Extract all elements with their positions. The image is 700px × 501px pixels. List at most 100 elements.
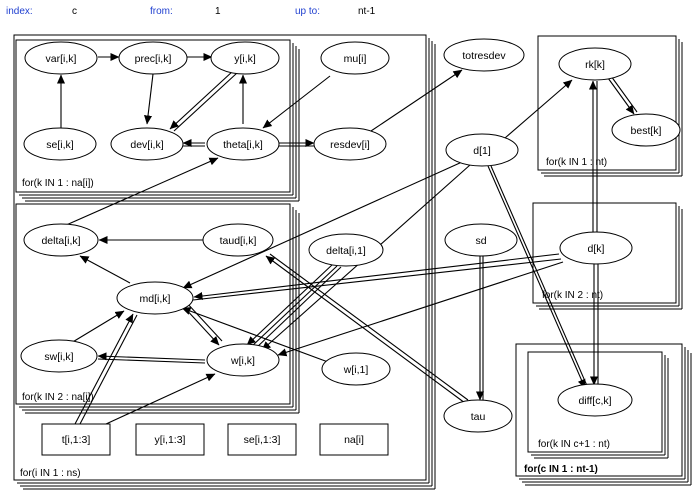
node-se-ik[interactable]: se[i,k] [23,127,97,161]
node-label-w-i1: w[i,1] [343,364,369,376]
edge-prec-dev [143,73,154,125]
node-label-resdev-i: resdev[i] [330,139,370,151]
edge-md-w [182,305,220,346]
edge-deltai1-w [246,263,334,346]
node-w-ik[interactable]: w[i,k] [206,343,280,377]
edge-deltai1-w-c [254,266,342,350]
index-label: index: [6,6,33,17]
node-var-ik[interactable]: var[i,k] [24,41,98,75]
node-label-d-k: d[k] [588,243,605,255]
node-label-theta-ik: theta[i,k] [223,139,263,151]
node-se-i13[interactable]: se[i,1:3] [227,423,297,456]
edge-d1-diff-b [490,165,589,389]
node-label-tau: tau [471,411,486,423]
edge-wi1-md [181,307,329,363]
node-d1[interactable]: d[1] [445,133,519,167]
edge-dk-w [277,261,564,357]
edge-d1-rk [504,79,573,139]
node-w-i1[interactable]: w[i,1] [321,352,391,386]
node-label-sd: sd [475,235,486,247]
upto-value[interactable]: nt-1 [358,6,376,17]
node-delta-ik[interactable]: delta[i,k] [23,223,99,257]
edge-t-md [74,313,134,425]
edge-y-dev [169,70,234,130]
node-best-k[interactable]: best[k] [611,113,681,147]
node-label-totresdev: totresdev [462,50,506,62]
edge-dk-md [193,253,560,301]
plate-rank: for(k IN 1 : nt) [537,35,683,177]
node-na-i[interactable]: na[i] [319,423,389,456]
edge-rk-best [607,77,635,115]
node-label-var-ik: var[i,k] [46,53,77,65]
node-theta-ik[interactable]: theta[i,k] [206,127,280,161]
node-label-sw-ik: sw[i,k] [44,351,73,363]
node-label-y-ik: y[i,k] [234,53,256,65]
plate-inner-top: for(k IN 1 : na[i]) [15,39,300,202]
edge-t-w [105,373,216,425]
node-label-na-i: na[i] [344,434,364,446]
edge-w-sw [97,352,206,361]
edge-rk-best-b [610,75,638,113]
node-label-mu-i: mu[i] [344,53,367,65]
node-taud-ik[interactable]: taud[i,k] [202,223,274,257]
node-delta-i1[interactable]: delta[i,1] [308,233,384,267]
node-label-t-i13: t[i,1:3] [62,434,91,446]
node-t-i13[interactable]: t[i,1:3] [41,423,111,456]
index-header: index: c from: 1 up to: nt-1 [0,0,700,22]
node-label-prec-ik: prec[i,k] [135,53,172,65]
node-y-i13[interactable]: y[i,1:3] [135,423,205,456]
node-label-y-i13: y[i,1:3] [155,434,186,446]
from-value[interactable]: 1 [215,6,221,17]
edge-resdev-totresdev [367,69,463,134]
edge-mu-theta [262,75,331,129]
edge-dk-md-b [192,258,562,301]
node-y-ik[interactable]: y[i,k] [210,41,280,75]
edge-t-md-b [79,314,138,425]
edge-y-dev-b [173,72,238,132]
edge-md-w-b [185,301,223,342]
nodes: var[i,k] prec[i,k] y[i,k] mu[i] se[i,k] … [20,38,681,456]
plate-diff-c: for(c IN 1 : nt-1) [515,343,692,486]
edge-w-sw-b [97,358,206,364]
index-value[interactable]: c [72,6,77,17]
plate-label-inner-mid: for(k IN 2 : na[i]) [22,392,94,403]
node-mu-i[interactable]: mu[i] [320,41,390,75]
edge-sw-md [70,310,125,344]
node-totresdev[interactable]: totresdev [443,38,525,72]
upto-label: up to: [295,6,321,17]
edge-tau-taud-b [269,253,469,401]
node-tau[interactable]: tau [443,399,513,433]
node-label-delta-ik: delta[i,k] [41,235,80,247]
node-label-se-ik: se[i,k] [46,139,74,151]
edges [56,52,638,425]
node-label-md-ik: md[i,k] [140,293,171,305]
edge-delta-theta [63,157,219,227]
plate-label-inner-top: for(k IN 1 : na[i]) [22,178,94,189]
node-resdev-i[interactable]: resdev[i] [313,127,387,161]
node-sw-ik[interactable]: sw[i,k] [20,339,98,373]
node-diff-ck[interactable]: diff[c,k] [557,383,633,417]
node-label-w-ik: w[i,k] [230,355,255,367]
node-label-delta-i1: delta[i,1] [326,245,366,257]
node-label-d1: d[1] [473,145,491,157]
from-label: from: [150,6,173,17]
edge-d1-md [182,161,463,289]
node-sd[interactable]: sd [444,223,518,257]
plate-label-diff-k: for(k IN c+1 : nt) [538,439,610,450]
node-prec-ik[interactable]: prec[i,k] [118,41,188,75]
plate-outer-i: for(i IN 1 : ns) [13,34,436,490]
node-label-rk-k: rk[k] [585,59,605,71]
edge-deltai1-w-b [250,265,338,348]
node-label-best-k: best[k] [631,125,662,137]
node-label-dev-ik: dev[i,k] [130,139,163,151]
edge-tau-taud [265,255,466,404]
node-label-taud-ik: taud[i,k] [220,235,257,247]
edge-md-delta [79,255,131,284]
plate-label-outer-i: for(i IN 1 : ns) [20,468,81,479]
node-md-ik[interactable]: md[i,k] [116,281,194,315]
node-rk-k[interactable]: rk[k] [558,47,632,81]
node-d-k[interactable]: d[k] [559,231,633,265]
plate-label-rank: for(k IN 1 : nt) [546,157,607,168]
node-dev-ik[interactable]: dev[i,k] [110,127,184,161]
